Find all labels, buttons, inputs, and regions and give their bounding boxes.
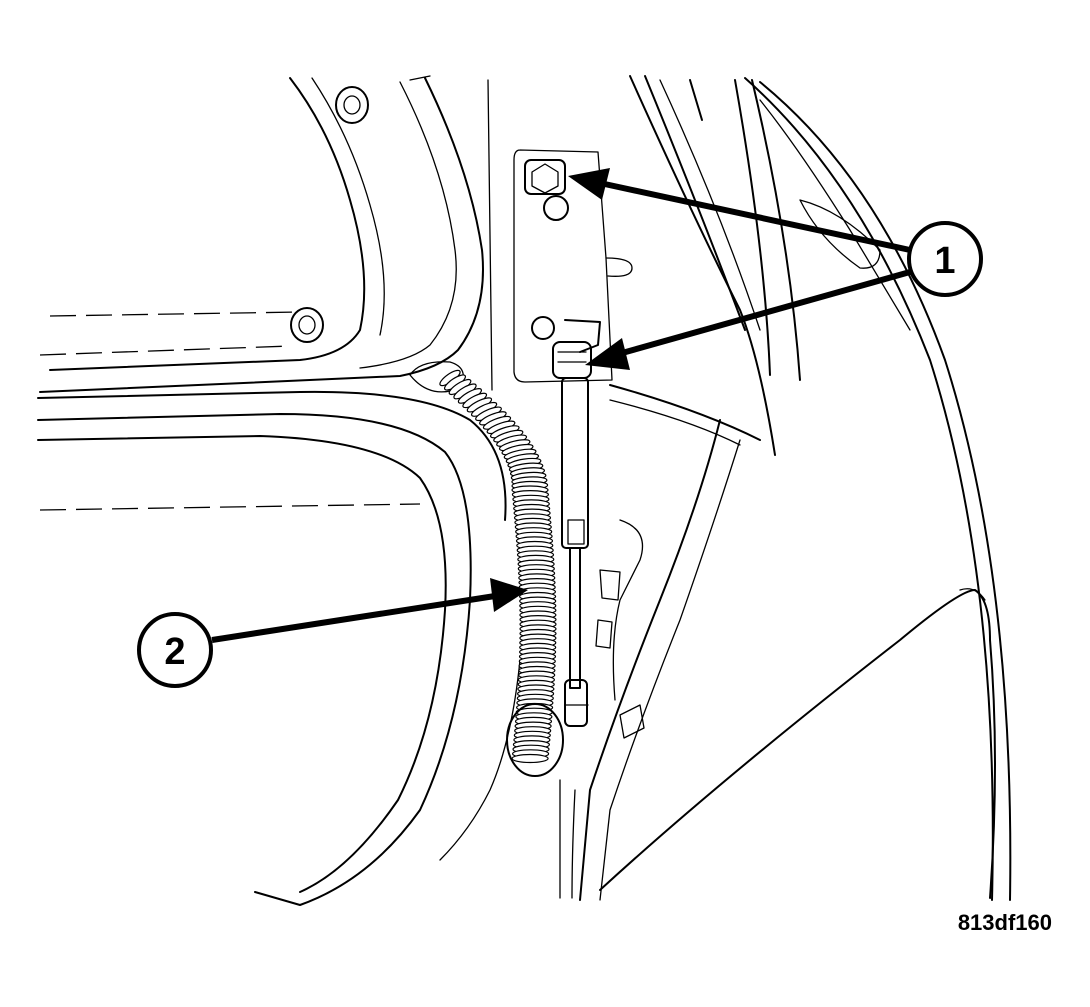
svg-text:1: 1 [934, 240, 955, 282]
svg-text:2: 2 [164, 631, 185, 673]
wiring-harness-conduit [439, 369, 564, 777]
gas-strut [561, 377, 589, 727]
conduit-grommet [506, 703, 564, 777]
callout-1-leader-lower [585, 269, 911, 370]
body-panel-outlines [37, 75, 1012, 906]
callout-1: 1 [907, 221, 983, 297]
figure-id: 813df160 [958, 910, 1052, 935]
callout-2-leader [211, 578, 528, 643]
callout-2: 2 [137, 612, 213, 688]
callout-1-leader-upper [568, 168, 911, 253]
upper-hinge-bolt [524, 159, 566, 195]
conduit-rib [511, 753, 549, 764]
strut-ball-stud [552, 319, 601, 379]
